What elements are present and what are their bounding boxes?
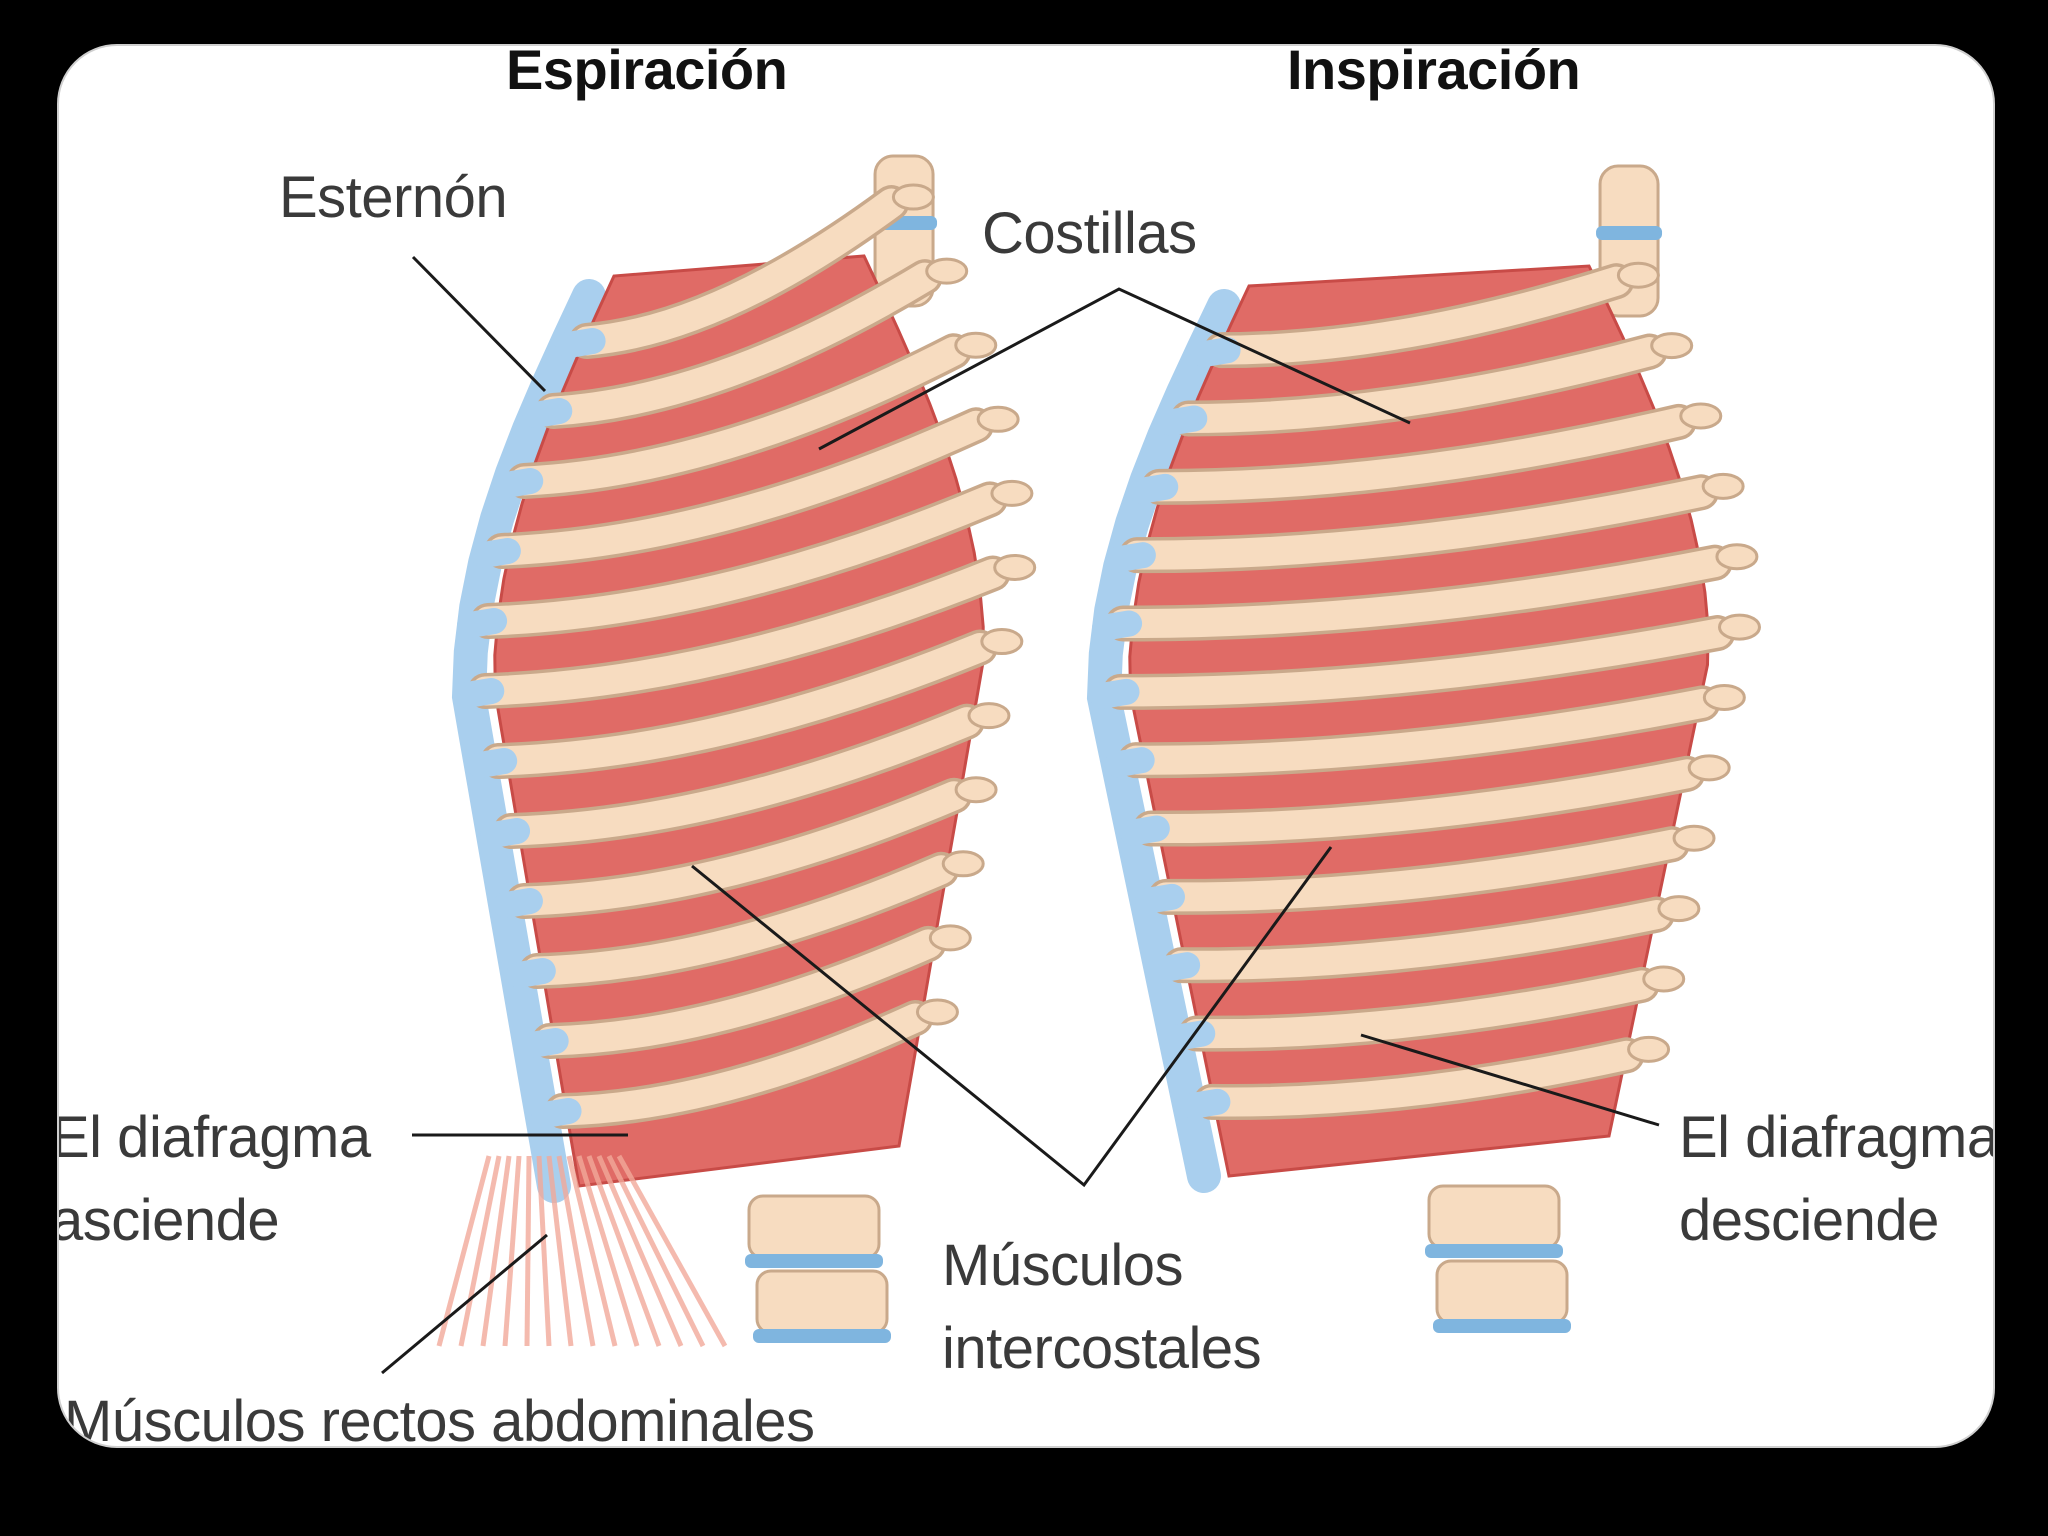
inspiration-vertebra-process [1717, 545, 1757, 569]
expiration-vertebra-process [893, 185, 933, 209]
inspiration-disc-upper [1596, 226, 1662, 240]
inspiration-vertebra-process [1681, 404, 1721, 428]
expiration-lumbar-vertebra [749, 1196, 879, 1258]
expiration-vertebra-process [978, 407, 1018, 431]
abdominal-fiber [619, 1156, 725, 1346]
expiration-rib-cartilage [532, 1041, 556, 1045]
inspiration-rib-cartilage [1170, 419, 1194, 423]
inspiration-lumbar-disc [1433, 1319, 1571, 1333]
expiration-rib-cartilage [519, 971, 543, 975]
inspiration-rib-cartilage [1118, 760, 1142, 764]
inspiration-rib-cartilage [1103, 692, 1127, 696]
expiration-lumbar-disc [753, 1329, 891, 1343]
expiration-vertebra-process [956, 778, 996, 802]
label-intercostal-2: intercostales [942, 1307, 1261, 1391]
inspiration-vertebra-process [1629, 1037, 1669, 1061]
expiration-vertebra-process [930, 926, 970, 950]
expiration-rib-cartilage [484, 551, 508, 555]
expiration-rib-cartilage [470, 621, 494, 625]
diagram-frame: Espiración Inspiración Esternón Costilla… [57, 44, 1995, 1448]
inspiration-lumbar-disc [1425, 1244, 1563, 1258]
expiration-vertebra-process [969, 704, 1009, 728]
inspiration-vertebra-process [1704, 685, 1744, 709]
expiration-vertebra-process [995, 555, 1035, 579]
label-diaphragm-descends-1: El diafragma [1679, 1096, 1995, 1180]
inspiration-vertebra-process [1703, 474, 1743, 498]
inspiration-rib-cartilage [1141, 487, 1165, 491]
leader-sternum [413, 257, 545, 391]
expiration-vertebra-process [943, 852, 983, 876]
inspiration-lumbar-vertebra [1429, 1186, 1559, 1248]
expiration-rib-cartilage [467, 691, 491, 695]
label-diaphragm-ascends-1: El diafragma [57, 1096, 371, 1180]
inspiration-vertebra-process [1618, 263, 1658, 287]
abdominal-fiber [599, 1156, 681, 1346]
expiration-lumbar-vertebra [757, 1271, 887, 1333]
expiration-rib-cartilage [569, 341, 593, 345]
title-inspiration: Inspiración [1287, 44, 1580, 112]
expiration-vertebra-process [982, 630, 1022, 654]
label-diaphragm-descends-2: desciende [1679, 1179, 1939, 1263]
label-ribs: Costillas [982, 192, 1197, 276]
inspiration-rib-cartilage [1105, 624, 1129, 628]
inspiration-rib-cartilage [1193, 1102, 1217, 1106]
inspiration-lumbar-vertebra [1437, 1261, 1567, 1323]
label-diaphragm-ascends-2: asciende [57, 1179, 279, 1263]
label-sternum: Esternón [279, 156, 507, 240]
expiration-vertebra-process [992, 481, 1032, 505]
inspiration-vertebra-process [1689, 756, 1729, 780]
expiration-vertebra-process [917, 1000, 957, 1024]
expiration-rib-cartilage [506, 481, 530, 485]
expiration-rib-cartilage [480, 761, 504, 765]
expiration-vertebra-process [927, 259, 967, 283]
ribcage-inspiration [1103, 166, 1760, 1333]
label-intercostal-1: Músculos [942, 1224, 1183, 1308]
inspiration-vertebra-process [1644, 967, 1684, 991]
inspiration-rib-cartilage [1119, 555, 1143, 559]
label-abdominal-muscles: Músculos rectos abdominales [64, 1380, 815, 1448]
inspiration-rib-cartilage [1163, 965, 1187, 969]
inspiration-vertebra-process [1674, 826, 1714, 850]
inspiration-vertebra-process [1659, 897, 1699, 921]
title-expiration: Espiración [506, 44, 787, 112]
expiration-rib-cartilage [493, 831, 517, 835]
expiration-lumbar-disc [745, 1254, 883, 1268]
expiration-rib-cartilage [545, 1111, 569, 1115]
expiration-vertebra-process [956, 333, 996, 357]
inspiration-vertebra-process [1719, 615, 1759, 639]
inspiration-rib-cartilage [1133, 829, 1157, 833]
inspiration-rib-cartilage [1178, 1034, 1202, 1038]
inspiration-rib-cartilage [1148, 897, 1172, 901]
expiration-rib-cartilage [535, 411, 559, 415]
inspiration-rib-cartilage [1204, 350, 1228, 354]
inspiration-vertebra-process [1652, 334, 1692, 358]
expiration-rib-cartilage [506, 901, 530, 905]
